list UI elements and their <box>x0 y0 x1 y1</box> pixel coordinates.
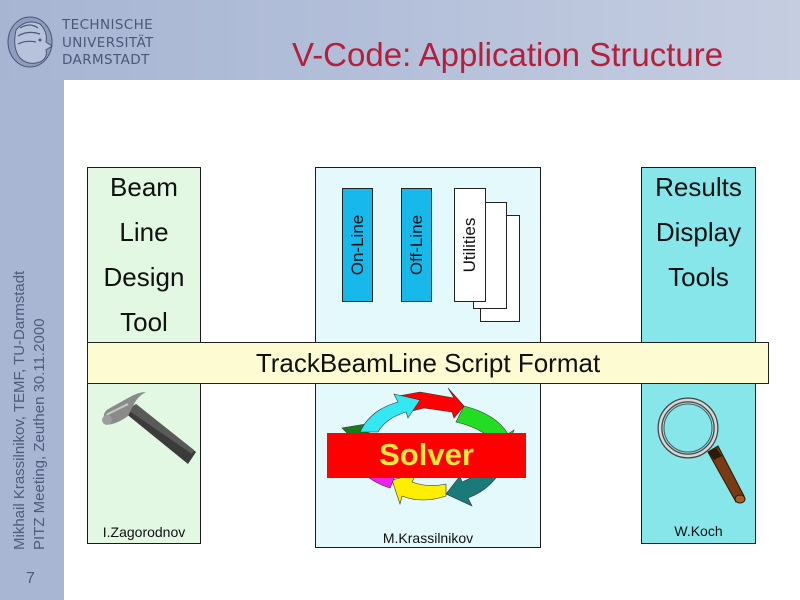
module-label: On-Line <box>347 214 367 276</box>
box-label-line: Tools <box>668 262 729 292</box>
header-bar: TECHNISCHE UNIVERSITÄT DARMSTADT V-Code:… <box>0 0 800 80</box>
author-label: M.Krassilnikov <box>382 530 474 546</box>
magnifier-icon <box>657 397 746 504</box>
box-label-line: Display <box>655 217 742 247</box>
solver-block: Solver <box>327 433 526 478</box>
box-label-line: Beam <box>110 172 178 202</box>
presenter-credit: Mikhail Krassilnikov, TEMF, TU-Darmstadt… <box>10 271 50 550</box>
module-on-line: On-Line <box>342 188 373 302</box>
university-line: DARMSTADT <box>62 52 150 68</box>
sidebar <box>0 80 64 600</box>
slide-title: V-Code: Application Structure <box>292 36 724 73</box>
script-format-banner: TrackBeamLine Script Format <box>87 342 769 384</box>
module-label: Utilities <box>460 217 479 273</box>
box-label-line: Line <box>119 217 169 247</box>
solver-label: Solver <box>379 437 474 472</box>
credit-line: Mikhail Krassilnikov, TEMF, TU-Darmstadt <box>11 270 28 550</box>
university-line: UNIVERSITÄT <box>62 34 154 51</box>
module-off-line: Off-Line <box>401 188 432 302</box>
box-label-line: Tool <box>120 307 168 337</box>
university-name: TECHNISCHE UNIVERSITÄT DARMSTADT <box>62 17 154 70</box>
university-logo-icon <box>7 16 53 68</box>
box-label-line: Results <box>655 172 742 202</box>
credit-line: PITZ Meeting, Zeuthen 30.11.2000 <box>31 318 48 550</box>
author-label: W.Koch <box>674 523 723 539</box>
author-label: I.Zagorodnov <box>102 524 186 540</box>
box-label-line: Design <box>103 262 185 292</box>
university-line: TECHNISCHE <box>62 17 154 33</box>
banner-label: TrackBeamLine Script Format <box>255 348 601 378</box>
hammer-icon <box>102 392 196 464</box>
module-label: Off-Line <box>406 214 426 276</box>
module-utilities: Utilities <box>454 188 486 302</box>
page-number: 7 <box>26 570 35 587</box>
